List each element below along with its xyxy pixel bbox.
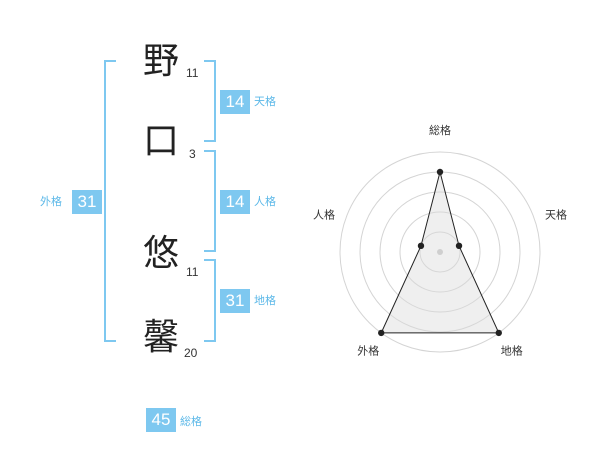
radar-axis-label-3: 地格 [501,344,523,358]
name-char-1: 野 [143,41,180,82]
radar-point-2 [455,242,463,250]
chikaku-label: 地格 [254,294,276,307]
gaikaku-bracket [104,60,116,342]
tenkaku-bracket [204,60,216,142]
soukaku-label: 総格 [180,415,202,428]
gaikaku-label: 外格 [40,195,62,208]
chikaku-bracket [204,259,216,342]
radar-point-4 [378,329,385,337]
gaikaku-value: 31 [72,190,102,214]
stroke-count-2: 3 [189,147,196,161]
radar-axis-label-5: 人格 [313,207,335,221]
radar-center-dot [437,249,443,255]
stroke-count-3: 11 [186,265,199,279]
jinkaku-bracket [204,150,216,252]
name-char-4: 馨 [143,317,180,358]
tenkaku-label: 天格 [254,95,276,108]
tenkaku-value: 14 [220,90,250,114]
stroke-count-4: 20 [184,346,198,360]
radar-grid-ring [379,191,501,313]
name-char-3: 悠 [143,233,180,274]
radar-point-5 [417,242,425,250]
radar-axis-label-1: 総格 [429,123,451,137]
radar-axis-label-4: 外格 [357,344,379,358]
radar-grid-ring [339,151,541,353]
radar-axis-label-2: 天格 [545,207,567,221]
jinkaku-label: 人格 [254,195,276,208]
soukaku-value: 45 [146,408,176,432]
radar-grid-ring [399,211,481,293]
jinkaku-value: 14 [220,190,250,214]
name-char-2: 口 [143,121,180,162]
radar-point-3 [495,329,502,337]
stroke-count-1: 11 [186,66,199,80]
radar-point-1 [436,168,444,176]
radar-grid-ring [419,231,461,273]
chikaku-value: 31 [220,289,250,313]
